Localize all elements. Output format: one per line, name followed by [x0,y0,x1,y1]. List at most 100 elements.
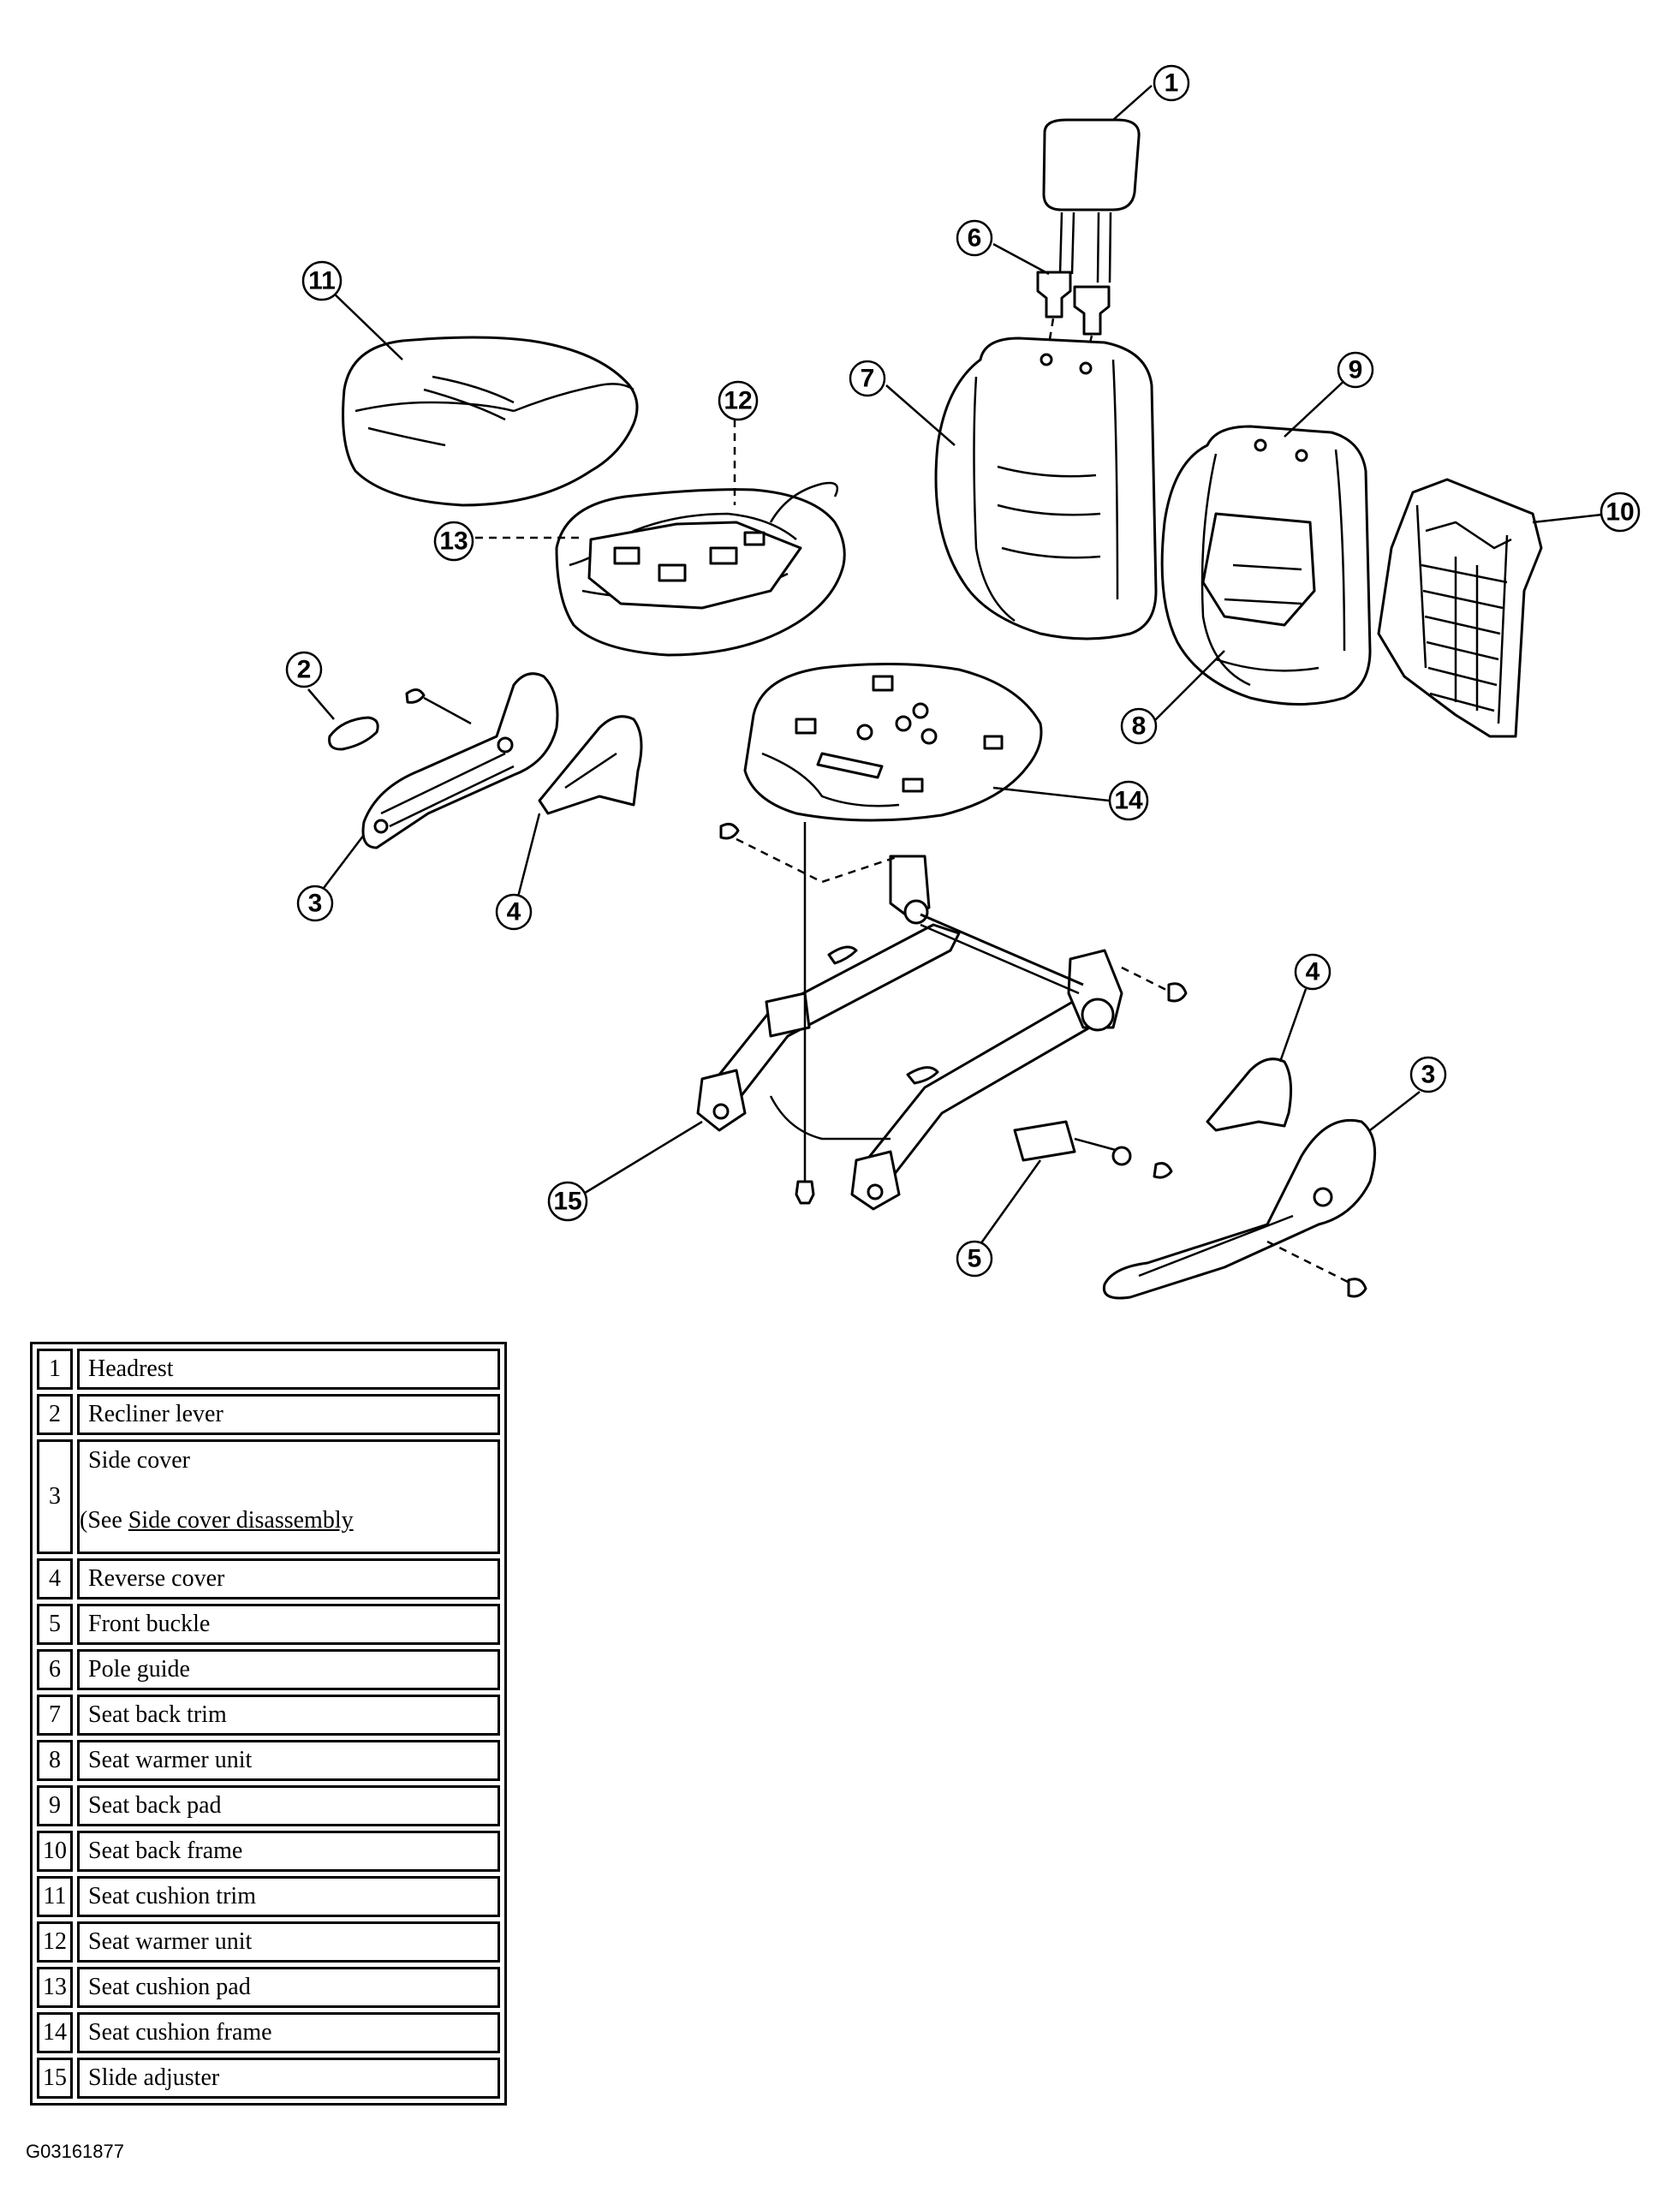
front-buckle-drawing [1013,1120,1173,1179]
svg-text:13: 13 [439,527,468,556]
svg-text:12: 12 [724,387,752,415]
svg-text:6: 6 [968,224,982,253]
part-name: Seat cushion pad [77,1967,500,2008]
see-prefix: (See [80,1507,128,1534]
part-number: 2 [37,1394,73,1435]
part-name: Seat warmer unit [77,1740,500,1781]
side-cover-disassembly-link[interactable]: Side cover disassembly [128,1507,354,1534]
slide-adjuster-drawing [696,822,1188,1211]
part-number: 11 [37,1876,73,1917]
part-name: Recliner lever [77,1394,500,1435]
recliner-lever-drawing [328,716,379,751]
part-number: 4 [37,1558,73,1599]
svg-text:1: 1 [1165,69,1179,98]
part-name: Seat back pad [77,1785,500,1826]
svg-text:4: 4 [1306,958,1320,986]
part-number: 15 [37,2058,73,2099]
svg-text:3: 3 [308,890,323,918]
seat-back-pad-drawing [1160,425,1372,706]
svg-text:2: 2 [297,656,312,684]
callout-10: 10 [1600,491,1641,533]
seat-back-frame-drawing [1377,478,1543,738]
headrest-drawing [1042,118,1141,283]
part-name: Headrest [77,1349,500,1390]
callout-5: 5 [956,1240,993,1278]
callout-3b: 3 [1409,1056,1447,1093]
leader-lines [307,85,1611,1251]
callout-4b: 4 [1294,953,1331,991]
part-name: Slide adjuster [77,2058,500,2099]
part-name: Seat warmer unit [77,1921,500,1963]
part-number: 5 [37,1604,73,1645]
part-number: 6 [37,1649,73,1690]
callout-9: 9 [1337,351,1374,389]
seat-cushion-trim-drawing [342,336,639,507]
part-number: 9 [37,1785,73,1826]
part-number: 14 [37,2012,73,2053]
figure-id: G03161877 [26,2141,124,2162]
svg-text:14: 14 [1114,787,1143,815]
part-name-cell: Side cover (See Side cover disassembly [77,1439,500,1554]
seat-cushion-pad-drawing [555,481,846,657]
part-number: 13 [37,1967,73,2008]
svg-text:9: 9 [1349,356,1363,384]
part-number: 10 [37,1831,73,1872]
svg-text:8: 8 [1132,712,1147,741]
callout-14: 14 [1108,780,1149,821]
callout-3: 3 [296,885,334,922]
part-name: Seat back trim [77,1695,500,1736]
callout-2: 2 [285,651,323,688]
svg-text:5: 5 [968,1245,982,1273]
callout-1: 1 [1153,64,1190,102]
reverse-cover-right-drawing [1206,1057,1293,1132]
part-number: 7 [37,1695,73,1736]
part-name: Pole guide [77,1649,500,1690]
callout-12: 12 [718,380,759,421]
svg-text:4: 4 [507,898,521,926]
svg-text:10: 10 [1606,498,1634,527]
svg-text:3: 3 [1421,1061,1436,1089]
side-cover-right-drawing [1102,1118,1377,1300]
seat-cushion-frame-drawing [743,662,1043,822]
svg-text:11: 11 [308,267,336,295]
callout-13: 13 [433,521,474,562]
table-row: 3 Side cover (See Side cover disassembly [37,1439,500,1554]
part-number: 8 [37,1740,73,1781]
see-reference: (See Side cover disassembly [80,1507,489,1534]
callout-4: 4 [495,893,533,931]
reverse-cover-left-drawing [538,715,643,815]
part-number: 1 [37,1349,73,1390]
callout-6: 6 [956,219,993,257]
callout-11: 11 [301,260,343,301]
svg-text:15: 15 [553,1188,581,1216]
part-number: 12 [37,1921,73,1963]
callout-8: 8 [1120,707,1158,745]
callout-15: 15 [547,1181,588,1222]
part-name: Seat back frame [77,1831,500,1872]
side-cover-left-drawing [361,672,559,849]
seat-exploded-diagram: 1 2 3 4 5 6 7 8 9 10 11 12 [285,64,1641,1300]
part-name: Side cover [88,1447,190,1474]
svg-text:7: 7 [861,365,875,393]
part-name: Seat cushion trim [77,1876,500,1917]
part-number: 3 [37,1439,73,1554]
part-name: Front buckle [77,1604,500,1645]
part-name: Seat cushion frame [77,2012,500,2053]
callout-7: 7 [849,360,886,397]
seat-back-trim-drawing [934,337,1158,640]
